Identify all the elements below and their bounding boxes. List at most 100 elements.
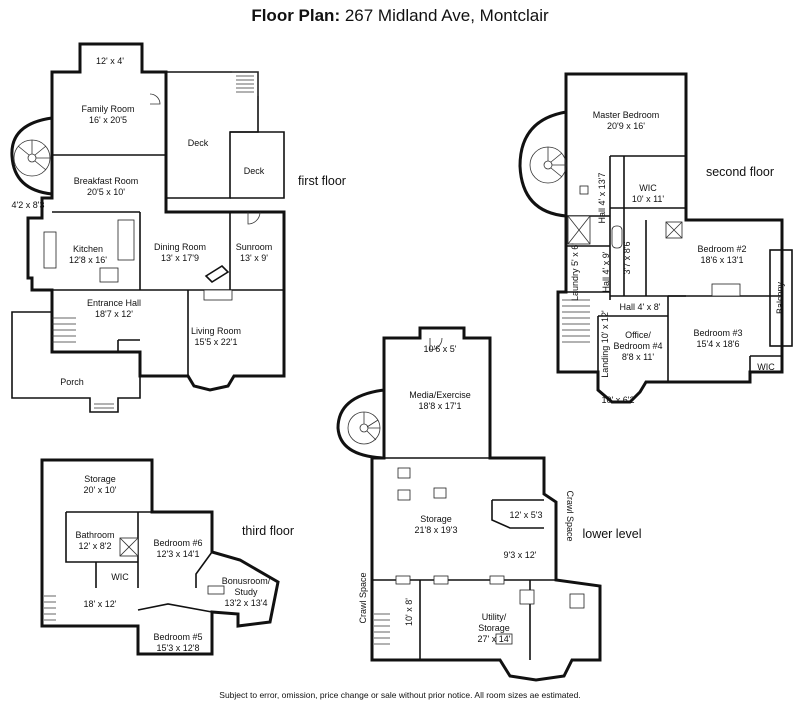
bonus-name-2: Study [234, 587, 258, 597]
master-bedroom-name: Master Bedroom [593, 110, 660, 120]
crawl-right-label: Crawl Space [565, 490, 575, 541]
breakfast-room-dims: 20'5 x 10' [87, 187, 125, 197]
toilet-2 [579, 185, 589, 195]
laundry-label: Laundry 5' x 6' [570, 243, 580, 301]
spiral-stair-core [27, 153, 37, 163]
fireplace [203, 289, 233, 301]
sunroom-door-swing [247, 211, 261, 225]
first-floor-exterior-wall [26, 42, 286, 392]
office-name-1: Office/ [625, 330, 651, 340]
wic-3-label: WIC [111, 572, 129, 582]
sunroom-name: Sunroom [236, 242, 273, 252]
entrance-hall-name: Entrance Hall [87, 298, 141, 308]
spiral-stair-treads [17, 140, 50, 171]
dining-fixture [204, 264, 230, 284]
column-3 [433, 487, 447, 499]
wic-walls [95, 561, 139, 588]
bedroom-5-dims: 15'3 x 12'8 [157, 643, 200, 653]
title-prefix: Floor Plan: [251, 6, 341, 25]
bathroom-wall [65, 512, 96, 563]
wic-2-label: WIC [757, 362, 775, 372]
deck-outline [165, 71, 259, 199]
first-floor-plan [10, 42, 286, 413]
third-floor-exterior-wall [40, 458, 280, 656]
kitchen-dims: 12'8 x 16' [69, 255, 107, 265]
disclaimer: Subject to error, omission, price change… [219, 690, 581, 700]
first-floor-label: first floor [298, 174, 346, 188]
stair-tower-wall [10, 116, 53, 196]
landing-stairs [562, 299, 590, 343]
deck-lower-outline [230, 131, 285, 199]
column-2 [397, 489, 411, 501]
bedroom-2-name: Bedroom #2 [697, 244, 746, 254]
utility-dims: 27' x 14' [478, 634, 511, 644]
closet-label: 3'7 x 8'6 [622, 242, 632, 275]
deck-steps [232, 71, 259, 96]
column-4 [395, 575, 411, 585]
hall-1-label: Hall 4' x 13'7 [597, 173, 607, 224]
shower-third-cross [119, 537, 139, 557]
lower-level-label: lower level [582, 527, 641, 541]
porch-label: Porch [60, 377, 84, 387]
third-stairs [44, 595, 56, 621]
kitchen-cabinet [117, 219, 135, 261]
living-room-name: Living Room [191, 326, 241, 336]
tub-2 [611, 225, 623, 249]
deck-1-label: Deck [188, 138, 209, 148]
bedroom-6-dims: 12'3 x 14'1 [157, 549, 200, 559]
lower-spiral-stair-core [359, 423, 369, 433]
porch-outline [11, 311, 141, 413]
bathroom-dims: 12' x 8'2 [79, 541, 112, 551]
third-floor-label: third floor [242, 524, 294, 538]
office-name-2: Bedroom #4 [613, 341, 662, 351]
furnace [519, 589, 535, 605]
stair-landing-dims: 4'2 x 8'3 [12, 200, 45, 210]
wic2-wall [749, 355, 782, 372]
bedroom-3-name: Bedroom #3 [693, 328, 742, 338]
balcony-outline [769, 249, 793, 347]
room-93-dims: 9'3 x 12' [504, 550, 537, 560]
bedroom5-top-wall [137, 603, 213, 613]
hall-2-label: Hall 4' x 9' [601, 251, 611, 292]
hall-3-label: Hall 4' x 8' [620, 302, 661, 312]
kitchen-name: Kitchen [73, 244, 103, 254]
bonus-fixture [207, 585, 225, 595]
bonus-dims: 13'2 x 13'4 [225, 598, 268, 608]
wic-name: WIC [639, 183, 657, 193]
dining-room-name: Dining Room [154, 242, 206, 252]
bedroom-3-dims: 15'4 x 18'6 [697, 339, 740, 349]
entry-steps [52, 317, 76, 343]
second-spiral-stair-core [543, 160, 553, 170]
small-room-walls [491, 500, 544, 529]
water-heater [569, 593, 585, 609]
column-1 [397, 467, 411, 479]
bedroom-5-name: Bedroom #5 [153, 632, 202, 642]
labels: first floor second floor third floor low… [12, 56, 785, 653]
second-floor-exterior-wall [556, 72, 784, 404]
media-dims: 18'8 x 17'1 [419, 401, 462, 411]
deck-2-label: Deck [244, 166, 265, 176]
utility-name-1: Utility/ [482, 612, 507, 622]
stove [99, 267, 119, 283]
shower-2-cross [567, 215, 591, 245]
lower-stairs [374, 613, 390, 645]
storage-3-name: Storage [84, 474, 116, 484]
lower-spiral-treads [363, 412, 380, 441]
bonus-name-1: Bonusroom/ [222, 576, 271, 586]
family-door-swing [149, 93, 161, 105]
second-stair-tower-wall [518, 110, 567, 218]
bedroom-6-name: Bedroom #6 [153, 538, 202, 548]
lower-stair-tower-wall [336, 388, 385, 460]
third-floor-plan [40, 458, 280, 656]
column-6 [489, 575, 505, 585]
porch-steps [94, 403, 114, 409]
media-name: Media/Exercise [409, 390, 471, 400]
second-spiral-treads [547, 147, 566, 178]
second-floor-plan [518, 72, 793, 404]
ff-bump-dims: 12' x 4' [96, 56, 124, 66]
bedroom-2-dims: 18'6 x 13'1 [701, 255, 744, 265]
shower-3-cross [665, 221, 683, 239]
family-room-name: Family Room [81, 104, 134, 114]
kitchen-counter [43, 231, 57, 269]
bathroom-name: Bathroom [75, 530, 114, 540]
